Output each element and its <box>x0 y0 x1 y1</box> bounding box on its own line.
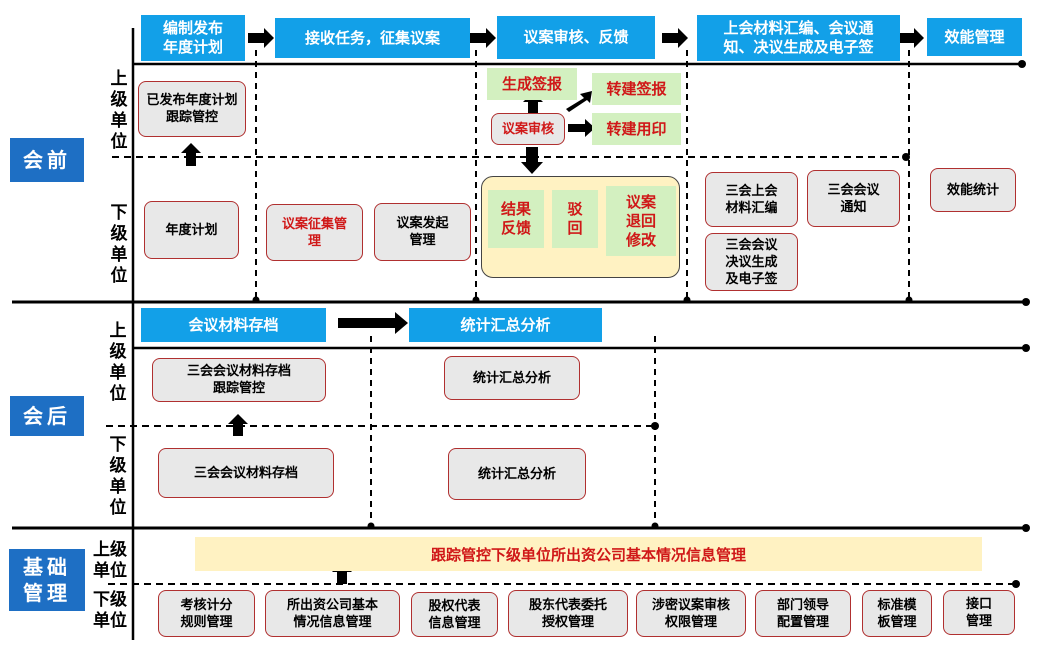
reject-box[interactable]: 驳 回 <box>552 190 598 248</box>
base-item-scoring-rules[interactable]: 考核计分 规则管理 <box>158 590 255 637</box>
proposal-review-box[interactable]: 议案审核 <box>491 113 565 145</box>
generate-report-box[interactable]: 生成签报 <box>487 68 577 100</box>
base-item-company-info[interactable]: 所出资公司基本 情况信息管理 <box>265 590 400 637</box>
lane-label-post-lower: 下 级 单 位 <box>109 435 127 518</box>
step-header-efficiency: 效能管理 <box>927 18 1022 56</box>
proposal-collection-box[interactable]: 议案征集管 理 <box>266 204 363 261</box>
tracking-banner[interactable]: 跟踪管控下级单位所出资公司基本情况信息管理 <box>195 537 982 571</box>
materials-compile-box[interactable]: 三会上会 材料汇编 <box>705 172 798 227</box>
phase-label-post: 会后 <box>10 396 84 436</box>
step-header-collect: 接收任务，征集议案 <box>275 18 470 58</box>
step-header-stats: 统计汇总分析 <box>409 308 602 342</box>
base-item-equity-rep[interactable]: 股权代表 信息管理 <box>411 592 498 637</box>
proposal-return-box[interactable]: 议案 退回 修改 <box>606 186 676 256</box>
base-item-confidential-review[interactable]: 涉密议案审核 权限管理 <box>636 590 746 637</box>
base-item-interface[interactable]: 接口 管理 <box>943 590 1015 635</box>
archive-tracking-box[interactable]: 三会会议材料存档 跟踪管控 <box>152 358 326 402</box>
lane-label-post-upper: 上 级 单 位 <box>109 321 127 404</box>
meeting-notice-box[interactable]: 三会会议 通知 <box>807 170 900 227</box>
lane-label-base-upper: 上级 单位 <box>93 540 127 581</box>
convert-seal-box[interactable]: 转建用印 <box>592 113 681 145</box>
phase-label-pre: 会前 <box>10 138 84 182</box>
step-header-plan: 编制发布 年度计划 <box>141 15 245 61</box>
efficiency-stats-box[interactable]: 效能统计 <box>930 168 1016 212</box>
base-item-leader-config[interactable]: 部门领导 配置管理 <box>755 590 851 637</box>
archive-lower-box[interactable]: 三会会议材料存档 <box>158 448 334 498</box>
resolution-generate-box[interactable]: 三会会议 决议生成 及电子签 <box>705 233 798 291</box>
annual-plan-box[interactable]: 年度计划 <box>144 201 239 259</box>
lane-label-pre-upper: 上 级 单 位 <box>110 69 128 152</box>
lane-label-base-lower: 下级 单位 <box>93 590 127 631</box>
step-header-compile: 上会材料汇编、会议通 知、决议生成及电子签 <box>697 15 900 61</box>
base-item-shareholder-auth[interactable]: 股东代表委托 授权管理 <box>508 590 628 637</box>
step-header-review: 议案审核、反馈 <box>497 16 655 59</box>
stats-upper-box[interactable]: 统计汇总分析 <box>444 356 580 400</box>
step-header-archive: 会议材料存档 <box>141 308 326 342</box>
lane-label-pre-lower: 下 级 单 位 <box>110 203 128 286</box>
phase-label-base: 基础 管理 <box>9 549 85 611</box>
convert-report-box[interactable]: 转建签报 <box>592 73 681 105</box>
stats-lower-box[interactable]: 统计汇总分析 <box>448 448 586 500</box>
proposal-initiation-box[interactable]: 议案发起 管理 <box>374 203 471 261</box>
base-item-template[interactable]: 标准模 板管理 <box>862 590 932 637</box>
result-feedback-box[interactable]: 结果 反馈 <box>488 190 544 248</box>
published-plan-tracking-box[interactable]: 已发布年度计划 跟踪管控 <box>138 81 246 137</box>
